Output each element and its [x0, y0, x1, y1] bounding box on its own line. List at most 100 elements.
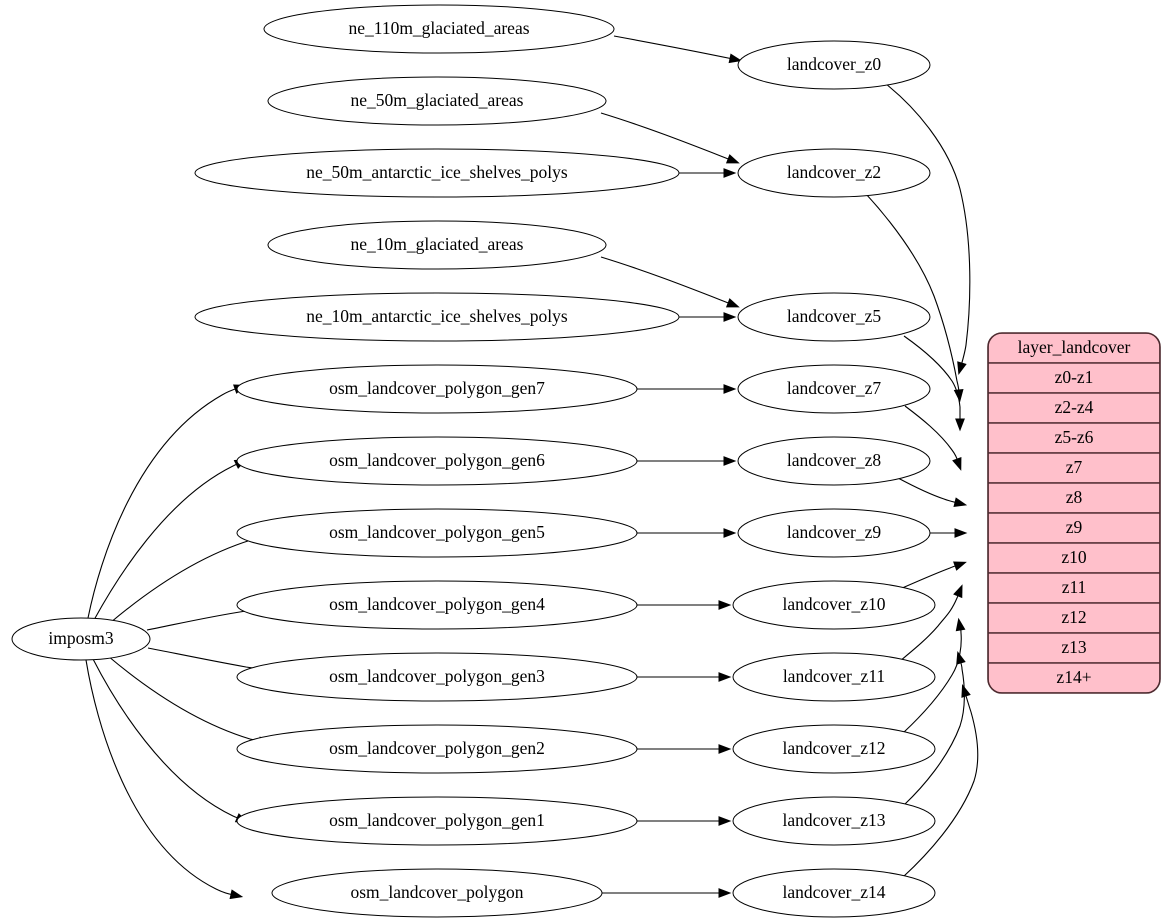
node-osm_landcover_polygon_gen5[interactable]: osm_landcover_polygon_gen5 — [236, 508, 638, 558]
table-row[interactable]: z0-z1 — [988, 362, 1160, 394]
table-row[interactable]: z14+ — [988, 662, 1160, 693]
node-imposm3[interactable]: imposm3 — [11, 617, 151, 661]
node-label-landcover_z8: landcover_z8 — [787, 450, 882, 470]
table-cell-label-row-z5-z6: z5-z6 — [1055, 427, 1094, 447]
node-shape-osm_landcover_polygon_gen3 — [236, 652, 638, 702]
node-shape-landcover_z8 — [737, 436, 931, 486]
table-cell-label-row-z14plus: z14+ — [1056, 667, 1091, 687]
edge-e-imposm-gen6 — [93, 458, 248, 621]
edge-e-z12-table — [902, 617, 966, 734]
node-shape-ne_10m_antarctic_ice_shelves_polys — [194, 292, 680, 342]
node-shape-imposm3 — [11, 617, 151, 661]
node-osm_landcover_polygon[interactable]: osm_landcover_polygon — [271, 868, 603, 918]
table-cell-label-row-z8: z8 — [1066, 487, 1083, 507]
table-cell-label-row-z11: z11 — [1062, 577, 1087, 597]
node-landcover_z14[interactable]: landcover_z14 — [732, 868, 936, 918]
node-landcover_z7[interactable]: landcover_z7 — [737, 364, 931, 414]
edge-e-imposm-gen7 — [87, 384, 247, 619]
node-osm_landcover_polygon_gen7[interactable]: osm_landcover_polygon_gen7 — [236, 364, 638, 414]
edge-e-ne110m-z0 — [613, 35, 743, 64]
node-landcover_z0[interactable]: landcover_z0 — [737, 40, 931, 90]
table-cell-label-header: layer_landcover — [1018, 337, 1131, 357]
node-label-osm_landcover_polygon_gen6: osm_landcover_polygon_gen6 — [329, 450, 545, 470]
edge-e-poly-z14 — [601, 888, 732, 898]
edge-path-e-imposm-gen1 — [92, 658, 243, 821]
node-shape-ne_50m_glaciated_areas — [267, 76, 607, 126]
node-osm_landcover_polygon_gen3[interactable]: osm_landcover_polygon_gen3 — [236, 652, 638, 702]
node-shape-landcover_z7 — [737, 364, 931, 414]
table-outline — [987, 332, 1161, 694]
edge-arrowhead-e-gen6-z8 — [723, 456, 737, 466]
node-ne_50m_antarctic_ice_shelves_polys[interactable]: ne_50m_antarctic_ice_shelves_polys — [194, 148, 680, 198]
node-label-landcover_z2: landcover_z2 — [787, 162, 881, 182]
edge-arrowhead-e-z9-table — [954, 528, 968, 538]
node-osm_landcover_polygon_gen4[interactable]: osm_landcover_polygon_gen4 — [236, 580, 638, 630]
node-shape-osm_landcover_polygon_gen1 — [236, 796, 638, 846]
table-cell-label-row-z13: z13 — [1061, 637, 1087, 657]
edge-e-gen2-z12 — [636, 744, 732, 754]
edge-arrowhead-e-ne110m-z0 — [728, 53, 743, 64]
edge-e-gen7-z7 — [637, 384, 737, 394]
node-landcover_z9[interactable]: landcover_z9 — [737, 508, 931, 558]
edge-e-z11-table — [899, 584, 963, 662]
node-label-landcover_z7: landcover_z7 — [787, 378, 882, 398]
edge-arrowhead-e-z14-table — [961, 684, 971, 698]
edge-arrowhead-e-gen7-z7 — [723, 384, 737, 394]
table-row[interactable]: z12 — [988, 602, 1160, 634]
node-osm_landcover_polygon_gen2[interactable]: osm_landcover_polygon_gen2 — [236, 724, 638, 774]
node-landcover_z13[interactable]: landcover_z13 — [732, 796, 936, 846]
node-shape-ne_10m_glaciated_areas — [267, 220, 607, 270]
table-cell-bg-row-z13 — [988, 632, 1160, 664]
node-landcover_z2[interactable]: landcover_z2 — [737, 148, 931, 198]
node-landcover_z12[interactable]: landcover_z12 — [732, 724, 936, 774]
edge-arrowhead-e-ne50mg-z2 — [725, 154, 740, 164]
node-shape-landcover_z10 — [732, 580, 936, 630]
edge-arrowhead-e-gen4-z10 — [718, 600, 732, 610]
edge-path-e-imposm-gen2 — [107, 655, 266, 744]
node-osm_landcover_polygon_gen6[interactable]: osm_landcover_polygon_gen6 — [236, 436, 638, 486]
node-landcover_z10[interactable]: landcover_z10 — [732, 580, 936, 630]
table-row[interactable]: z8 — [988, 482, 1160, 514]
table-cell-label-row-z10: z10 — [1061, 547, 1087, 567]
node-shape-landcover_z14 — [732, 868, 936, 918]
node-ne_10m_glaciated_areas[interactable]: ne_10m_glaciated_areas — [267, 220, 607, 270]
node-label-landcover_z14: landcover_z14 — [782, 882, 885, 902]
node-label-osm_landcover_polygon_gen1: osm_landcover_polygon_gen1 — [329, 810, 545, 830]
table-row[interactable]: z10 — [988, 542, 1160, 574]
node-ne_110m_glaciated_areas[interactable]: ne_110m_glaciated_areas — [263, 4, 615, 54]
table-header[interactable]: layer_landcover — [988, 333, 1160, 364]
node-label-landcover_z5: landcover_z5 — [787, 306, 882, 326]
node-osm_landcover_polygon_gen1[interactable]: osm_landcover_polygon_gen1 — [236, 796, 638, 846]
edge-arrowhead-e-z8-table — [953, 497, 968, 507]
edge-e-z13-table — [903, 650, 966, 806]
edge-e-z0-table — [885, 83, 971, 376]
node-label-landcover_z0: landcover_z0 — [787, 54, 882, 74]
node-landcover_z5[interactable]: landcover_z5 — [737, 292, 931, 342]
node-shape-landcover_z5 — [737, 292, 931, 342]
table-row[interactable]: z9 — [988, 512, 1160, 544]
edge-e-z5-table — [903, 335, 965, 432]
table-row[interactable]: z13 — [988, 632, 1160, 664]
node-shape-osm_landcover_polygon_gen7 — [236, 364, 638, 414]
node-label-ne_10m_glaciated_areas: ne_10m_glaciated_areas — [351, 234, 524, 254]
edge-e-gen5-z9 — [637, 528, 737, 538]
edge-arrowhead-e-gen3-z11 — [718, 672, 732, 682]
edge-path-e-imposm-gen6 — [93, 461, 242, 621]
node-landcover_z11[interactable]: landcover_z11 — [732, 652, 936, 702]
edge-arrowhead-e-z11-table — [953, 584, 963, 599]
node-landcover_z8[interactable]: landcover_z8 — [737, 436, 931, 486]
table-row[interactable]: z7 — [988, 452, 1160, 484]
edge-path-e-ne110m-z0 — [613, 35, 737, 61]
node-shape-osm_landcover_polygon_gen4 — [236, 580, 638, 630]
table-row[interactable]: z5-z6 — [988, 422, 1160, 454]
node-ne_50m_glaciated_areas[interactable]: ne_50m_glaciated_areas — [267, 76, 607, 126]
node-ne_10m_antarctic_ice_shelves_polys[interactable]: ne_10m_antarctic_ice_shelves_polys — [194, 292, 680, 342]
edge-e-gen6-z8 — [637, 456, 737, 466]
table-cell-label-row-z7: z7 — [1066, 457, 1083, 477]
edge-arrowhead-e-z7-table — [952, 457, 962, 471]
table-row[interactable]: z11 — [988, 572, 1160, 604]
edge-arrowhead-e-ne50ma-z2 — [723, 168, 737, 178]
edge-path-e-z14-table — [902, 689, 979, 878]
table-row[interactable]: z2-z4 — [988, 392, 1160, 424]
